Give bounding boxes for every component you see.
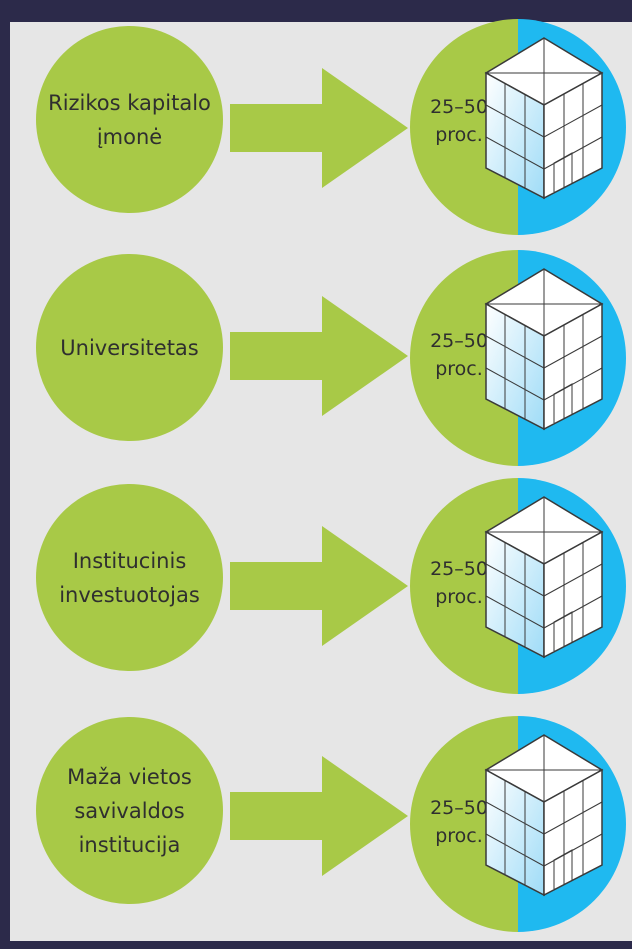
- share-value: 25–50: [430, 96, 488, 118]
- arrow-right-icon: [230, 296, 408, 416]
- source-label: Institucinis investuotojas: [59, 548, 200, 607]
- row-local-authority: Maža vietos savivaldos institucija 25–50…: [10, 714, 632, 932]
- source-label: Universitetas: [60, 335, 199, 360]
- share-unit: proc.: [435, 825, 483, 847]
- arrow-right-icon: [230, 526, 408, 646]
- source-circle: Institucinis investuotojas: [36, 484, 223, 671]
- building-cube-icon: [484, 268, 604, 431]
- source-label: Rizikos kapitalo įmonė: [48, 90, 211, 149]
- building-cube-icon: [484, 734, 604, 897]
- share-circle: 25–50 proc.: [410, 716, 626, 932]
- share-circle: 25–50 proc.: [410, 478, 626, 694]
- share-circle: 25–50 proc.: [410, 250, 626, 466]
- building-cube-icon: [484, 496, 604, 659]
- arrow-right-icon: [230, 756, 408, 876]
- share-value: 25–50: [430, 797, 488, 819]
- building-cube-icon: [484, 37, 604, 200]
- diagram-panel: Rizikos kapitalo įmonė 25–50 proc.: [10, 19, 632, 941]
- share-circle: 25–50 proc.: [410, 19, 626, 235]
- row-institutional-investor: Institucinis investuotojas 25–50 proc.: [10, 478, 632, 694]
- share-unit: proc.: [435, 586, 483, 608]
- source-circle: Universitetas: [36, 254, 223, 441]
- share-unit: proc.: [435, 358, 483, 380]
- share-value: 25–50: [430, 330, 488, 352]
- row-venture-capital: Rizikos kapitalo įmonė 25–50 proc.: [10, 19, 632, 235]
- share-unit: proc.: [435, 124, 483, 146]
- source-circle: Rizikos kapitalo įmonė: [36, 26, 223, 213]
- row-university: Universitetas 25–50 proc.: [10, 250, 632, 466]
- source-label: Maža vietos savivaldos institucija: [67, 764, 192, 857]
- arrow-right-icon: [230, 68, 408, 188]
- source-circle: Maža vietos savivaldos institucija: [36, 717, 223, 904]
- share-value: 25–50: [430, 558, 488, 580]
